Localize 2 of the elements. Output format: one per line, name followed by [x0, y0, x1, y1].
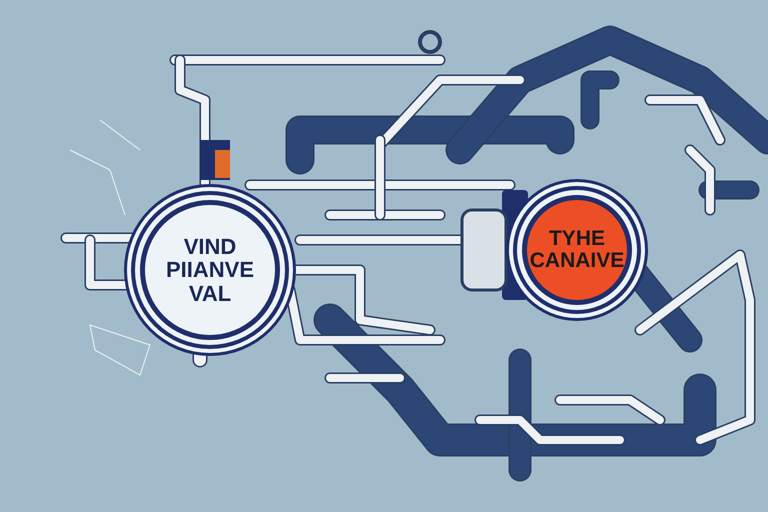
valve-label: TYHE CANAIVE [528, 228, 626, 272]
valve-label: VIND PIIANVE VAL [164, 235, 256, 305]
